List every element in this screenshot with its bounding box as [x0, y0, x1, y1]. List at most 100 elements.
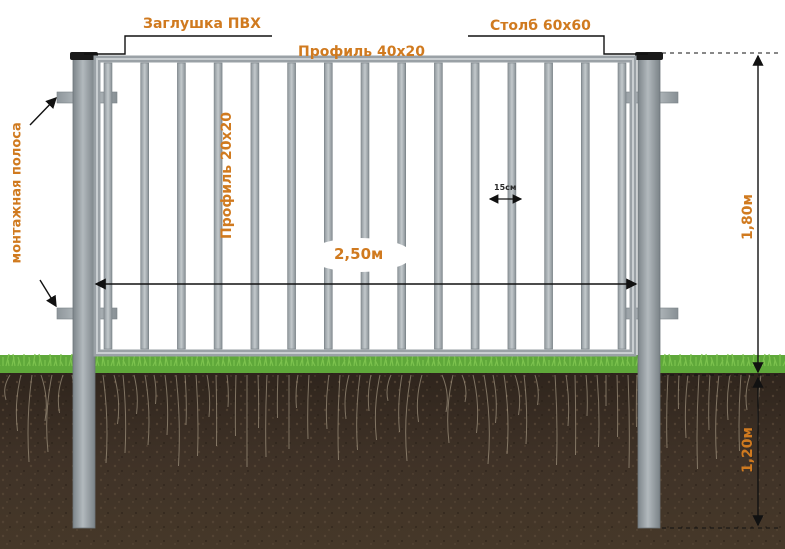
grass-blade: [411, 359, 415, 367]
grass-blade: [747, 356, 751, 367]
root: [405, 374, 412, 462]
root: [574, 374, 577, 456]
root: [441, 374, 448, 413]
root: [356, 374, 361, 451]
grass-blade: [154, 356, 157, 367]
grass-blade: [185, 359, 190, 367]
grass-blade: [511, 359, 514, 367]
grass-blade: [243, 356, 247, 367]
grass-blade: [679, 353, 682, 367]
root: [307, 374, 310, 440]
root: [40, 374, 47, 422]
grass-blade: [406, 356, 409, 367]
grass-blade: [558, 356, 562, 367]
grass-blade: [521, 356, 526, 367]
root: [57, 374, 64, 414]
grass-blade: [721, 356, 724, 367]
grass-blade: [437, 359, 442, 367]
root: [635, 374, 638, 428]
root: [234, 374, 237, 437]
grass-blade: [70, 359, 73, 367]
fence-picket: [250, 62, 260, 350]
root: [226, 374, 229, 408]
grass-blade: [448, 359, 451, 367]
root: [616, 374, 619, 438]
grass-blade: [133, 359, 136, 367]
width-label-bubble: [308, 238, 412, 272]
post-label: Столб 60х60: [490, 18, 591, 34]
vertical-profile-label: Профиль 20х20: [219, 111, 235, 239]
fence-picket: [287, 62, 296, 350]
grass-blade: [117, 356, 121, 367]
root: [596, 374, 600, 448]
grass-blade: [689, 359, 694, 367]
gap-label: 15см: [494, 183, 517, 192]
strip-arrow-bottom: [39, 279, 57, 308]
grass-blade: [33, 359, 37, 367]
grass-blade: [159, 359, 163, 367]
root: [374, 374, 381, 441]
root: [257, 374, 260, 429]
root: [715, 374, 720, 460]
root: [153, 374, 157, 405]
root: [386, 374, 392, 402]
grass-blade: [710, 356, 715, 367]
root: [15, 374, 22, 432]
height-below-label: 1,20м: [740, 427, 756, 473]
root: [113, 374, 120, 425]
top-profile-label: Профиль 40х20: [298, 44, 426, 60]
root: [195, 374, 199, 457]
grass-blade: [59, 359, 64, 367]
grass-blade: [500, 359, 505, 367]
grass-blade: [322, 359, 325, 367]
grass-blade: [12, 353, 16, 367]
root: [461, 374, 467, 403]
root: [276, 374, 279, 419]
grass-blade: [206, 356, 211, 367]
cap-right: [635, 52, 663, 60]
root: [738, 374, 742, 452]
grass-blade: [563, 359, 568, 367]
post-right: [637, 57, 661, 529]
root: [122, 374, 127, 454]
root: [265, 374, 268, 458]
grass-blade: [143, 356, 148, 367]
root: [46, 374, 53, 453]
grass-blade: [96, 359, 100, 367]
grass-blade: [432, 356, 436, 367]
grass-blade: [28, 356, 31, 367]
grass-blade: [763, 359, 766, 367]
fence-picket: [360, 62, 370, 350]
mounting-strip-label: монтажная полоса: [9, 122, 25, 264]
strip-arrow-top: [29, 96, 57, 126]
grass-blade: [68, 353, 73, 367]
grass-blade: [180, 356, 184, 367]
root: [175, 374, 180, 467]
grass-blade: [768, 353, 772, 367]
fence-picket: [323, 62, 333, 350]
grass-blade: [5, 353, 10, 367]
post-left: [72, 57, 96, 529]
grass-blade: [369, 356, 373, 367]
grass-blade: [217, 356, 220, 367]
fence-picket: [617, 62, 627, 350]
root: [215, 374, 218, 447]
root: [164, 374, 169, 436]
grass-blade: [395, 356, 400, 367]
fence-picket: [177, 62, 186, 350]
grass-blade: [742, 353, 745, 367]
fence-picket: [434, 62, 443, 350]
root: [184, 374, 187, 426]
root: [447, 374, 454, 444]
grass-blade: [280, 356, 283, 367]
root: [367, 374, 372, 412]
grass-blade: [495, 356, 499, 367]
grass-blade: [584, 356, 589, 367]
root: [503, 374, 509, 455]
fence-pickets: [103, 62, 627, 350]
root: [133, 374, 138, 415]
grass-blade: [595, 356, 598, 367]
grass-blade: [705, 353, 709, 367]
grass-blade: [469, 356, 472, 367]
